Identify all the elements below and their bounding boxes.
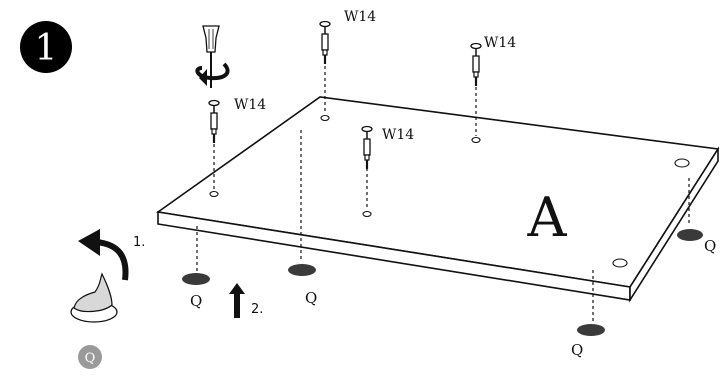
holes (209, 114, 690, 268)
screw-label-4: W14 (382, 127, 414, 143)
screwdriver-icon (202, 25, 220, 88)
up-arrow-icon (229, 283, 245, 318)
board-a: A (155, 96, 720, 303)
step-2-label: 2. (251, 302, 263, 317)
curved-arrow-icon (78, 229, 129, 281)
screw-label-1: W14 (234, 97, 266, 113)
foot-label-4: Q (704, 237, 716, 255)
step-number: 1 (35, 28, 58, 69)
step-1-label: 1. (133, 235, 145, 250)
step-badge: 1 (20, 21, 72, 73)
screw-w14-3 (469, 42, 483, 88)
part-badge-label: Q (85, 351, 96, 366)
foot-label-3: Q (571, 341, 583, 359)
screw-label-3: W14 (484, 35, 516, 51)
foot-label-2: Q (305, 289, 317, 307)
foot-label-1: Q (190, 292, 202, 310)
screw-label-2: W14 (344, 9, 376, 25)
screw-w14-2 (318, 20, 332, 66)
part-badge: Q (78, 345, 102, 369)
felt-pad-icon (70, 272, 118, 323)
screw-w14-1 (207, 99, 221, 145)
felt-pads (182, 229, 703, 336)
guide-lines (196, 66, 690, 324)
board-label: A (527, 186, 568, 249)
rotate-arrow-icon (195, 62, 230, 86)
